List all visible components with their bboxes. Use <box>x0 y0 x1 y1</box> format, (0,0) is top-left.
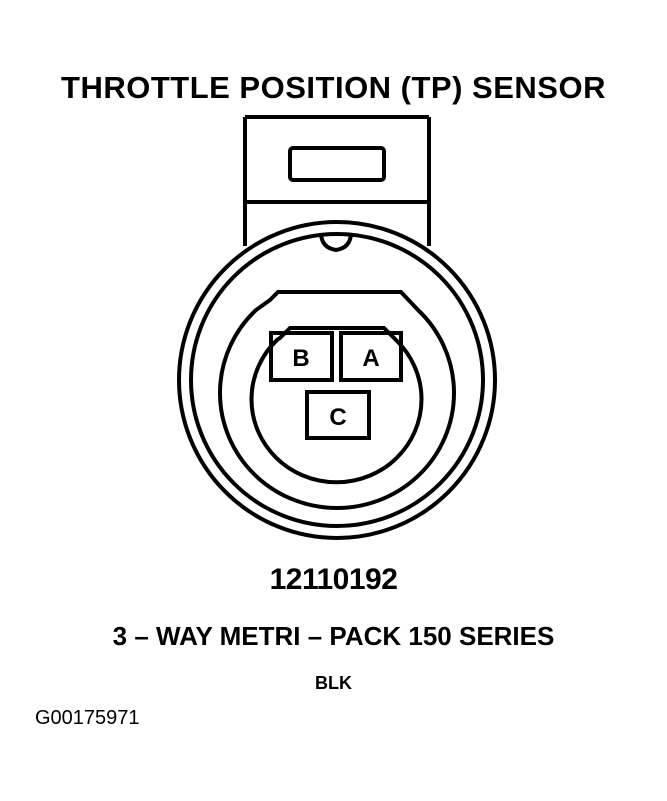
inner-housing <box>218 290 456 510</box>
connector-latch-housing <box>243 115 431 246</box>
outer-inner-ring <box>189 232 485 528</box>
part-number: 12110192 <box>269 563 398 596</box>
connector-color-code: BLK <box>315 673 352 693</box>
outer-ring <box>177 220 497 540</box>
pin-cavity-b <box>269 331 334 382</box>
key-notch <box>319 233 353 253</box>
pin-label-b: B <box>292 345 309 372</box>
connector-series: 3 – WAY METRI – PACK 150 SERIES <box>112 621 555 651</box>
pin-label-a: A <box>362 345 379 372</box>
terminal-cavity <box>249 326 424 485</box>
pin-cavity-c <box>305 390 371 440</box>
latch-slot <box>288 146 386 182</box>
pin-cavity-a <box>339 331 403 382</box>
pin-label-c: C <box>329 404 346 431</box>
diagram-title: THROTTLE POSITION (TP) SENSOR <box>61 70 606 105</box>
figure-id: G00175971 <box>35 707 140 729</box>
